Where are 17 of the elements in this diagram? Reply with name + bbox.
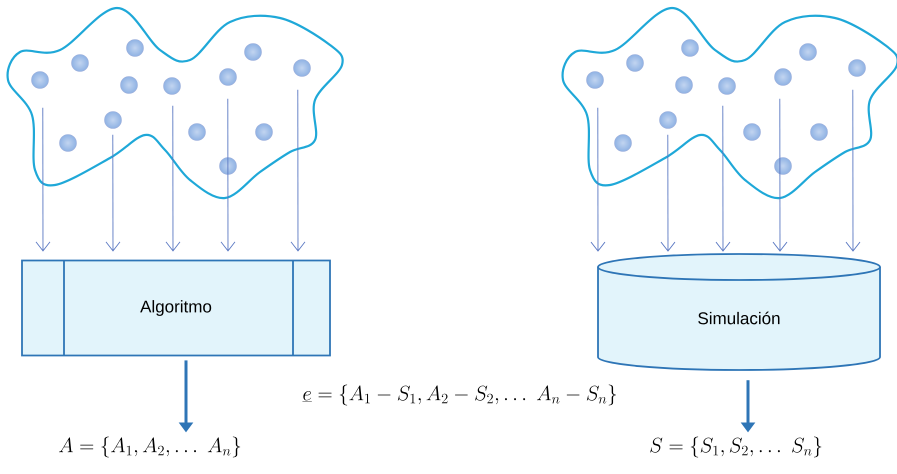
arrow <box>106 134 120 252</box>
particle-cloud <box>6 6 344 200</box>
formula: $S = \{S_1, S_2, \ldots\ S_n\}$ <box>650 436 822 458</box>
arrow <box>660 134 676 252</box>
arrow <box>772 98 788 252</box>
arrow <box>590 107 606 252</box>
formula: $A = \{A_1, A_2, \ldots\ A_n\}$ <box>59 436 240 458</box>
formula: $\underline{e} = \{A_1 - S_1, A_2 - S_2, \ldots\ A_n - S_n\}$ <box>302 384 616 406</box>
process-box: Algoritmo <box>21 259 331 356</box>
arrow <box>166 105 180 252</box>
arrow <box>220 98 236 252</box>
arrow <box>36 107 50 252</box>
database-cylinder: Simulación <box>597 253 881 371</box>
particle-cloud <box>562 6 897 200</box>
arrow <box>290 89 306 252</box>
arrow <box>716 105 730 252</box>
arrow <box>846 89 860 252</box>
